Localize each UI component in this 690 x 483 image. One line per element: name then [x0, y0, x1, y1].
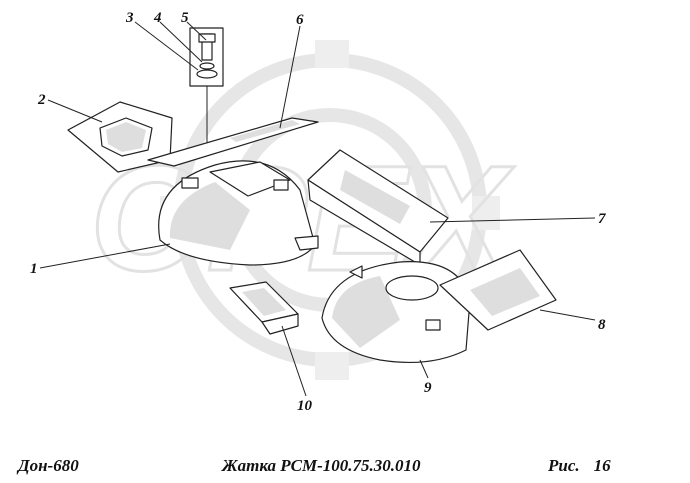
- machine-model: Дон-680: [18, 456, 79, 475]
- callout-5: 5: [181, 10, 189, 26]
- part-1-cone-shield: [158, 160, 319, 266]
- part-7-box-cover: [307, 149, 449, 266]
- part-8-flap-plate: [439, 249, 557, 331]
- part-10-bracket: [229, 281, 299, 335]
- figure-reference: Рис. 16: [548, 456, 611, 476]
- figure-number: 16: [593, 456, 611, 475]
- leader-lines: [39, 21, 596, 397]
- callout-9: 9: [424, 380, 432, 396]
- callout-3: 3: [125, 10, 134, 26]
- assembly-designation: Жатка РСМ-100.75.30.010: [222, 456, 421, 475]
- callout-2: 2: [37, 92, 46, 108]
- callout-6: 6: [296, 12, 304, 28]
- part-2-gasket: [67, 101, 173, 173]
- part-3-5-bolt-stack: [189, 27, 224, 150]
- part-6-strip: [147, 117, 319, 167]
- callout-4: 4: [153, 10, 162, 26]
- part-9-cone-shield: [321, 261, 471, 364]
- callout-8: 8: [598, 317, 606, 333]
- figure-label: Рис.: [548, 456, 580, 475]
- callout-7: 7: [598, 211, 606, 227]
- callout-10: 10: [297, 398, 313, 414]
- callout-1: 1: [30, 261, 38, 277]
